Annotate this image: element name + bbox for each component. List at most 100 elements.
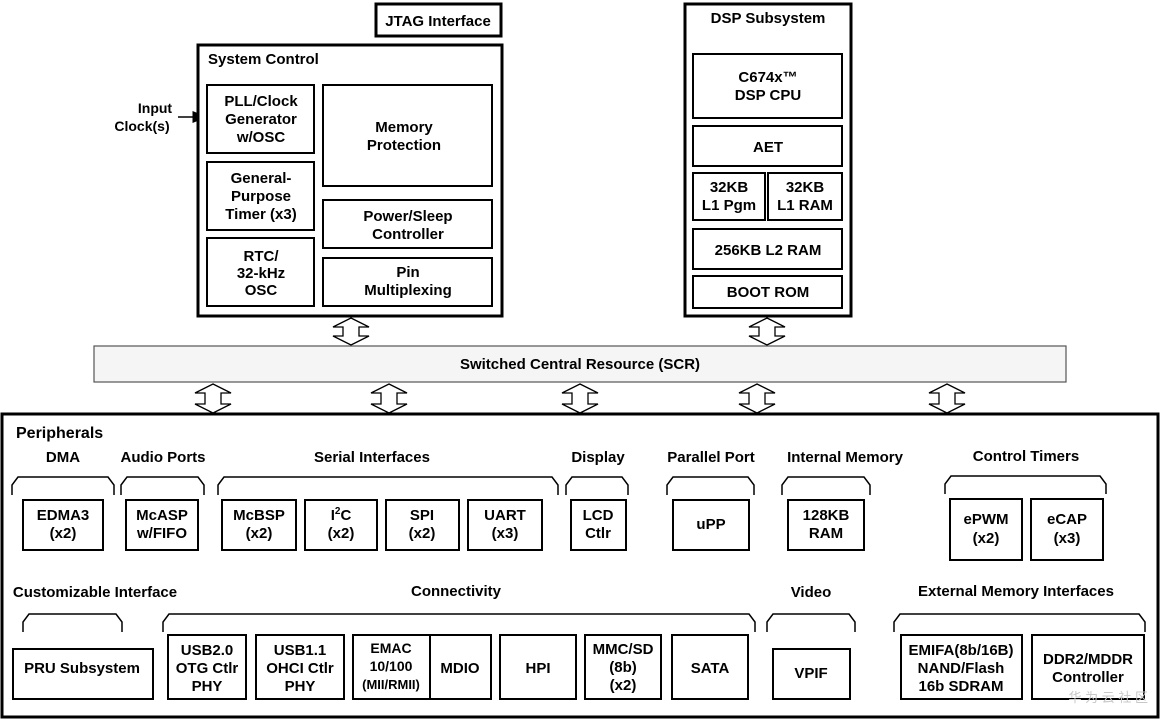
usb20-line-2: OTG Ctlr [176, 660, 239, 677]
rtc-oscillator: RTC/ 32-kHz OSC [206, 237, 315, 307]
general-purpose-timer: General- Purpose Timer (x3) [206, 161, 315, 231]
mmc-line-3: (x2) [610, 677, 637, 694]
switched-central-resource: Switched Central Resource (SCR) [93, 345, 1067, 383]
mmc-sd: MMC/SD (8b) (x2) [584, 634, 662, 700]
rtc-line-2: 32-kHz [237, 265, 285, 282]
dsp-cpu: C674x™ DSP CPU [692, 53, 843, 119]
emifa: EMIFA(8b/16B) NAND/Flash 16b SDRAM [900, 634, 1023, 700]
bus-arrow-shape [561, 383, 599, 414]
l1-ram-line-2: L1 RAM [777, 197, 833, 214]
mcasp: McASP w/FIFO [125, 499, 199, 551]
memory-protection-line-1: Memory [375, 119, 433, 136]
gp-timer-line-3: Timer (x3) [225, 206, 296, 223]
serial-interfaces-label: Serial Interfaces [314, 449, 430, 466]
peripherals-title: Peripherals [16, 425, 103, 442]
dsp-cpu-line-2: DSP CPU [735, 87, 801, 104]
i2c-base: I [331, 507, 335, 524]
pll-line-1: PLL/Clock [224, 93, 298, 110]
dsp-cpu-line-1: C674x™ [738, 69, 797, 86]
usb20-line-3: PHY [192, 678, 223, 695]
spi-line-1: SPI [410, 507, 434, 524]
mdio: MDIO [429, 634, 492, 700]
ddr2-mddr-controller: DDR2/MDDR Controller [1031, 634, 1145, 700]
vpif-label: VPIF [794, 665, 827, 682]
epwm-line-2: (x2) [973, 530, 1000, 547]
pll-clock-generator: PLL/Clock Generator w/OSC [206, 84, 315, 154]
emac: EMAC 10/100 (MII/RMII) [352, 634, 431, 700]
emac-line-3: (MII/RMII) [362, 677, 420, 692]
l2-ram: 256KB L2 RAM [692, 228, 843, 270]
boot-rom-label: BOOT ROM [727, 284, 810, 301]
video-bracket [766, 613, 856, 632]
scr-label: Switched Central Resource (SCR) [460, 356, 700, 373]
uart-line-2: (x3) [492, 525, 519, 542]
usb20-line-1: USB2.0 [181, 642, 234, 659]
gp-timer-line-1: General- [231, 170, 292, 187]
internal-ram-line-2: RAM [809, 525, 843, 542]
usb11-line-1: USB1.1 [274, 642, 327, 659]
lcd-controller: LCD Ctlr [570, 499, 627, 551]
power-sleep-line-1: Power/Sleep [363, 208, 452, 225]
system-control-title: System Control [208, 51, 319, 68]
serial-interfaces-bracket [217, 476, 559, 495]
customizable-interface-bracket [22, 613, 123, 632]
system-control-block: System Control PLL/Clock Generator w/OSC… [196, 43, 504, 318]
bus-arrow-shape [332, 317, 370, 346]
pru-subsystem: PRU Subsystem [12, 648, 154, 700]
control-timers-label: Control Timers [973, 448, 1079, 465]
pll-line-2: Generator [225, 111, 297, 128]
edma3-line-1: EDMA3 [37, 507, 90, 524]
mcasp-line-1: McASP [136, 507, 188, 524]
l1-ram: 32KB L1 RAM [767, 172, 843, 221]
emifa-line-1: EMIFA(8b/16B) [908, 642, 1013, 659]
l1-pgm-line-1: 32KB [710, 179, 749, 196]
memory-protection: Memory Protection [322, 84, 493, 187]
upp-label: uPP [696, 516, 725, 533]
emac-line-2: 10/100 [370, 658, 413, 674]
mcbsp: McBSP (x2) [221, 499, 297, 551]
spi-line-2: (x2) [409, 525, 436, 542]
jtag-interface-block: JTAG Interface [374, 2, 503, 38]
internal-ram: 128KB RAM [787, 499, 865, 551]
internal-ram-line-1: 128KB [803, 507, 850, 524]
audio-ports-bracket [120, 476, 205, 495]
lcd-line-1: LCD [583, 507, 614, 524]
input-clock-line-2: Clock(s) [114, 118, 169, 134]
dsp-title: DSP Subsystem [711, 10, 826, 27]
dsp-scr-arrow [748, 317, 786, 346]
dma-bracket [11, 476, 115, 495]
scr-peripherals-arrow-2 [370, 383, 408, 414]
system-control-scr-arrow [332, 317, 370, 346]
customizable-interface-label: Customizable Interface [13, 584, 177, 601]
ddr-line-1: DDR2/MDDR [1043, 651, 1133, 668]
upp: uPP [672, 499, 750, 551]
l1-ram-line-1: 32KB [786, 179, 825, 196]
mcasp-line-2: w/FIFO [136, 525, 187, 542]
aet-label: AET [753, 139, 783, 156]
pin-mux-line-2: Multiplexing [364, 282, 452, 299]
bus-arrow-shape [370, 383, 408, 414]
parallel-port-label: Parallel Port [667, 449, 755, 466]
l1-program-memory: 32KB L1 Pgm [692, 172, 766, 221]
aet: AET [692, 125, 843, 167]
power-sleep-line-2: Controller [372, 226, 444, 243]
peripherals-block: Peripherals DMA Audio Ports Serial Inter… [0, 412, 1160, 719]
sata: SATA [671, 634, 749, 700]
gp-timer-line-2: Purpose [231, 188, 291, 205]
usb11-ohci: USB1.1 OHCI Ctlr PHY [255, 634, 345, 700]
hpi-label: HPI [525, 660, 550, 677]
lcd-line-2: Ctlr [585, 525, 611, 542]
usb20-otg: USB2.0 OTG Ctlr PHY [167, 634, 247, 700]
ddr-line-2: Controller [1052, 669, 1124, 686]
input-clock: Input Clock(s) [114, 100, 208, 134]
bus-arrow-shape [738, 383, 776, 414]
display-label: Display [571, 449, 625, 466]
pin-mux-line-1: Pin [396, 264, 419, 281]
ecap: eCAP (x3) [1030, 498, 1104, 561]
parallel-port-bracket [666, 476, 755, 495]
l1-pgm-line-2: L1 Pgm [702, 197, 756, 214]
ecap-line-2: (x3) [1054, 530, 1081, 547]
dma-label: DMA [46, 449, 80, 466]
rtc-line-3: OSC [245, 282, 278, 299]
emifa-line-3: 16b SDRAM [918, 678, 1003, 695]
